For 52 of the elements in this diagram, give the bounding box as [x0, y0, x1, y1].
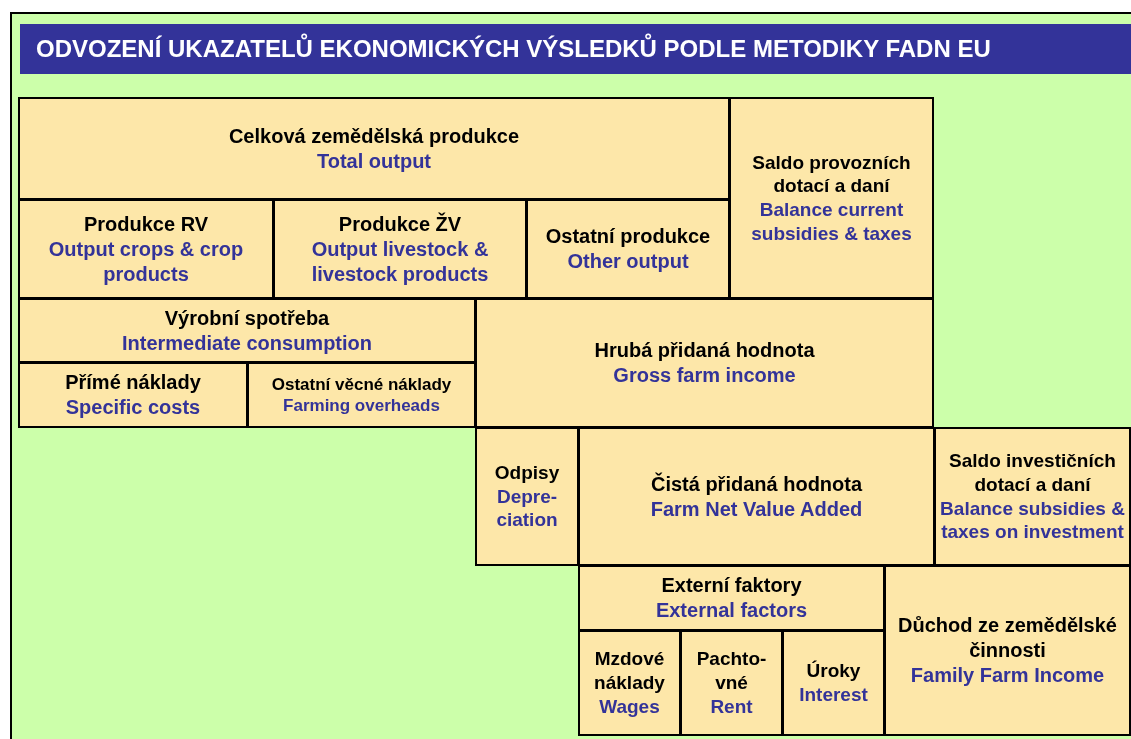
english-label: Interest	[799, 683, 868, 707]
english-label: Balance subsidies & taxes on investment	[940, 496, 1125, 544]
czech-label: Celková zemědělská produkce	[228, 123, 520, 149]
english-label: Wages	[599, 694, 660, 719]
english-label: Output crops & crop products	[47, 236, 245, 287]
english-label: Balance current subsidies & taxes	[750, 198, 913, 246]
czech-label: Ostatní věcné náklady	[271, 373, 452, 395]
text-box	[884, 565, 1131, 736]
czech-label: Důchod ze zemědělské činnosti	[897, 613, 1118, 663]
english-label: Farm Net Value Added	[650, 496, 863, 522]
english-label: Gross farm income	[613, 363, 796, 388]
czech-label: Mzdové náklady	[593, 647, 666, 695]
english-label: External factors	[655, 598, 808, 623]
czech-label: Výrobní spotřeba	[164, 305, 330, 331]
english-label: Intermediate consumption	[122, 330, 372, 356]
czech-label: Saldo investičních dotací a daní	[948, 449, 1117, 497]
english-label: Family Farm Income	[910, 663, 1105, 688]
text-box	[578, 630, 681, 736]
czech-label: Pachto- vné	[695, 647, 768, 695]
english-label: Rent	[710, 694, 753, 719]
text-box	[526, 199, 730, 299]
czech-label: Saldo provozních dotací a daní	[751, 150, 912, 198]
text-box	[18, 97, 730, 200]
czech-label: Produkce RV	[83, 211, 209, 237]
text-box	[782, 630, 885, 736]
czech-label: Externí faktory	[661, 573, 802, 598]
title-bar: ODVOZENÍ UKAZATELŮ EKONOMICKÝCH VÝSLEDKŮ PODLE METODIKY FADN EU	[20, 24, 1131, 74]
czech-label: Úroky	[806, 659, 861, 683]
czech-label: Ostatní produkce	[545, 224, 711, 249]
english-label: Other output	[567, 249, 689, 274]
text-box	[934, 427, 1131, 566]
text-box	[680, 630, 783, 736]
text-box	[273, 199, 527, 299]
czech-label: Produkce ŽV	[338, 211, 462, 237]
czech-label: Přímé náklady	[65, 370, 201, 395]
text-box	[578, 427, 935, 566]
text-box	[18, 298, 476, 363]
text-box	[729, 97, 934, 299]
english-label: Farming overheads	[283, 395, 440, 417]
czech-label: Čistá přidaná hodnota	[650, 471, 863, 497]
text-box	[18, 362, 248, 428]
english-label: Total output	[316, 148, 431, 174]
text-box	[475, 298, 934, 428]
english-label: Specific costs	[65, 395, 201, 420]
english-label: Output livestock & livestock products	[310, 236, 490, 287]
text-box	[578, 565, 885, 631]
text-box	[475, 427, 579, 566]
text-box	[247, 362, 476, 428]
czech-label: Hrubá přidaná hodnota	[594, 338, 815, 363]
czech-label: Odpisy	[494, 460, 560, 485]
text-box	[18, 199, 274, 299]
english-label: Depre- ciation	[495, 484, 559, 533]
